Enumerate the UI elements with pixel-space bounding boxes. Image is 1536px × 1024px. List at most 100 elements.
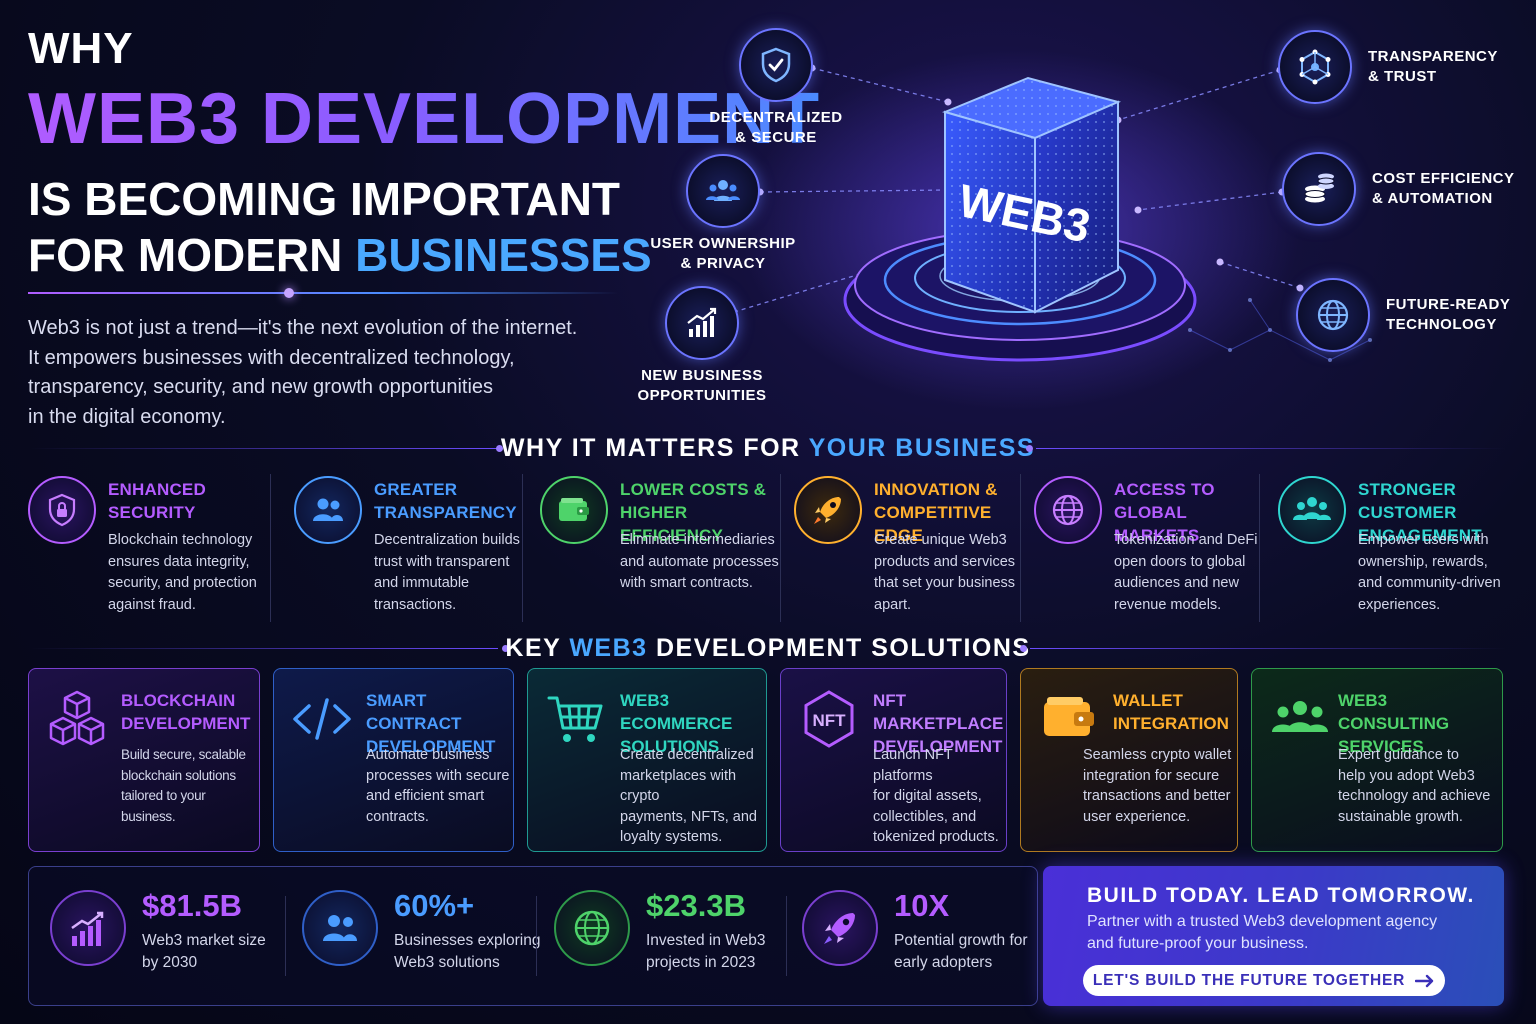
solution-text-line: transactions and better (1083, 788, 1231, 804)
solution-card-nft-marketplace[interactable]: NFT NFT MARKETPLACE DEVELOPMENT Launch N… (780, 668, 1007, 852)
solution-card-smart-contract[interactable]: SMART CONTRACT DEVELOPMENT Automate busi… (273, 668, 514, 852)
benefit-text-line: Create unique Web3 (874, 532, 1007, 548)
benefit-title: GREATER TRANSPARENCY (374, 478, 517, 524)
solution-title-line2: SOLUTIONS (620, 737, 720, 756)
benefit-description: Tokenization and DeFi open doors to glob… (1114, 530, 1257, 616)
benefit-text-line: apart. (874, 596, 912, 613)
solution-icon: NFT (797, 687, 861, 751)
solution-text-line: marketplaces with crypto (620, 767, 737, 805)
benefit-icon-circle (540, 476, 608, 544)
intro-line: transparency, security, and new growth o… (28, 376, 494, 398)
feature-label-line2: & SECURE (735, 129, 817, 146)
section-title-prefix: KEY (505, 634, 570, 662)
feature-label: DECENTRALIZED & SECURE (709, 108, 842, 148)
stat-icon-circle (302, 890, 378, 966)
benefit-title: LOWER COSTS & HIGHER EFFICIENCY (620, 478, 780, 547)
solution-text-line: processes with secure (366, 767, 510, 784)
feature-label: TRANSPARENCY & TRUST (1368, 47, 1498, 87)
benefit-text-line: Tokenization and DeFi (1114, 532, 1258, 548)
blocks-icon (49, 690, 105, 746)
feature-icon-circle (1296, 278, 1370, 352)
solution-text-line: loyalty systems. (620, 829, 723, 845)
people-icon (313, 498, 343, 521)
benefit-text-line: Decentralization builds (374, 532, 520, 548)
benefit-title-line2: ENGAGEMENT (1358, 526, 1482, 545)
solution-text-line: Seamless crypto wallet (1083, 747, 1232, 763)
solution-title-line1: NFT MARKETPLACE (873, 691, 1004, 733)
solution-text-line: collectibles, and (873, 808, 977, 825)
benefit-separator (1259, 474, 1260, 622)
stat-description: Web3 market size by 2030 (142, 930, 266, 974)
solution-card-wallet-integration[interactable]: WALLET INTEGRATION Seamless crypto walle… (1020, 668, 1238, 852)
solution-card-blockchain[interactable]: BLOCKCHAIN DEVELOPMENT Build secure, sca… (28, 668, 260, 852)
stat-value: $23.3B (646, 888, 746, 923)
globe-icon (574, 910, 610, 946)
cta-description: Partner with a trusted Web3 development … (1087, 911, 1437, 955)
benefit-separator (780, 474, 781, 622)
stat-businesses-exploring: 60%+ Businesses exploring Web3 solutions (302, 884, 540, 988)
feature-label: USER OWNERSHIP & PRIVACY (650, 234, 795, 274)
stat-separator (536, 896, 537, 976)
stat-market-size: $81.5B Web3 market size by 2030 (50, 884, 280, 988)
solution-card-web3-consulting[interactable]: WEB3 CONSULTING SERVICES Expert guidance… (1251, 668, 1503, 852)
bar-chart-icon (71, 911, 104, 946)
solution-text-line: tokenized products. (873, 829, 999, 845)
stat-description: Invested in Web3 projects in 2023 (646, 930, 765, 974)
section-rule-dot (1020, 645, 1027, 652)
benefit-lower-costs: LOWER COSTS & HIGHER EFFICIENCY Eliminat… (540, 476, 780, 622)
feature-icon-circle (665, 286, 739, 360)
benefit-text-line: security, and protection (108, 575, 257, 591)
benefit-title-line2: MARKETS (1114, 526, 1200, 545)
stat-description: Potential growth for early adopters (894, 930, 1028, 974)
benefit-text-line: Blockchain technology (108, 532, 253, 548)
solution-description: Launch NFT platforms for digital assets,… (873, 745, 1006, 848)
stat-invested: $23.3B Invested in Web3 projects in 2023 (554, 884, 784, 988)
feature-decentralized-secure: DECENTRALIZED & SECURE (702, 28, 850, 148)
section-title-solutions: KEY WEB3 DEVELOPMENT SOLUTIONS (0, 634, 1536, 663)
section-rule-dot (502, 645, 509, 652)
benefit-text-line: ensures data integrity, (108, 553, 250, 570)
stat-icon-circle (50, 890, 126, 966)
benefit-text-line: transactions. (374, 596, 457, 613)
stat-separator (285, 896, 286, 976)
feature-label-line1: FUTURE-READY (1386, 296, 1511, 313)
solution-description: Create decentralized marketplaces with c… (620, 745, 766, 848)
build-future-button[interactable]: LET'S BUILD THE FUTURE TOGETHER (1083, 965, 1445, 996)
solution-text-line: tailored to your business. (121, 788, 206, 824)
stat-text-line: Web3 solutions (394, 954, 500, 971)
solution-title: NFT MARKETPLACE DEVELOPMENT (873, 689, 1006, 758)
headline-divider (28, 292, 618, 294)
benefit-text-line: experiences. (1358, 596, 1441, 613)
benefit-customer-engagement: STRONGER CUSTOMER ENGAGEMENT Empower use… (1278, 476, 1514, 622)
section-title-suffix: DEVELOPMENT SOLUTIONS (647, 634, 1031, 662)
benefit-icon-circle (1034, 476, 1102, 544)
cart-icon (547, 696, 603, 742)
feature-label-line2: TECHNOLOGY (1386, 316, 1497, 333)
solution-card-ecommerce[interactable]: WEB3 ECOMMERCE SOLUTIONS Create decentra… (527, 668, 767, 852)
benefit-title-line2: COMPETITIVE EDGE (874, 503, 992, 545)
headline-line4-prefix: FOR MODERN (28, 229, 356, 281)
headline-web3-development: WEB3 DEVELOPMENT (28, 79, 821, 159)
solution-icon (544, 687, 608, 751)
solution-text-line: contracts. (366, 808, 429, 825)
section-title-accent: WEB3 (569, 634, 648, 662)
benefit-title: ACCESS TO GLOBAL MARKETS (1114, 478, 1258, 547)
benefit-text-line: ownership, rewards, (1358, 553, 1488, 570)
benefit-description: Blockchain technology ensures data integ… (108, 530, 257, 616)
benefit-text-line: audiences and new (1114, 575, 1239, 591)
solution-text-line: and efficient smart (366, 788, 485, 804)
benefit-title-line1: ACCESS TO GLOBAL (1114, 480, 1215, 522)
feature-label-line2: & TRUST (1368, 68, 1437, 85)
benefit-title-line2: TRANSPARENCY (374, 503, 517, 522)
benefit-text-line: and automate processes (620, 553, 779, 570)
feature-future-ready: FUTURE-READY TECHNOLOGY (1296, 278, 1510, 352)
cta-text-line: and future-proof your business. (1087, 935, 1309, 952)
solution-title-line1: SMART CONTRACT (366, 691, 462, 733)
benefit-text-line: and community-driven (1358, 575, 1501, 591)
benefit-icon-circle (294, 476, 362, 544)
benefit-icon-circle (28, 476, 96, 544)
feature-label: FUTURE-READY TECHNOLOGY (1386, 295, 1510, 335)
community-icon (1293, 497, 1331, 520)
solution-title-line2: DEVELOPMENT (121, 714, 251, 733)
benefit-text-line: open doors to global (1114, 553, 1246, 570)
